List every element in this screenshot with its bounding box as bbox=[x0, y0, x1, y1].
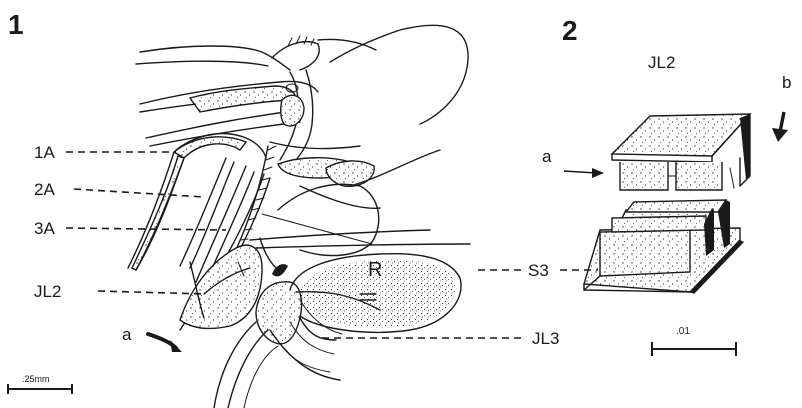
figure-2-title: JL2 bbox=[648, 53, 675, 72]
label-s3: S3 bbox=[528, 261, 549, 280]
figure-1: 1 bbox=[8, 9, 559, 408]
arrow-a-icon bbox=[564, 168, 604, 178]
figure-2-number: 2 bbox=[562, 15, 578, 46]
scale-label-fig2: .01 bbox=[676, 326, 690, 337]
scale-label-fig1: .25mm bbox=[22, 374, 50, 384]
label-jl3: JL3 bbox=[532, 329, 559, 348]
scale-bar-fig1: .25mm bbox=[8, 374, 72, 394]
leader-2a bbox=[74, 189, 204, 197]
scale-bar-fig2: .01 bbox=[652, 326, 736, 356]
label-r: R bbox=[368, 259, 382, 281]
leader-jl2 bbox=[98, 291, 206, 294]
label-a-fig1: a bbox=[122, 325, 132, 344]
label-3a: 3A bbox=[34, 219, 55, 238]
upper-comb-block bbox=[612, 114, 750, 190]
figure-2: 2 JL2 b a S3 bbox=[478, 15, 791, 356]
arrow-b-icon bbox=[772, 112, 788, 142]
label-2a: 2A bbox=[34, 180, 55, 199]
label-a-fig2: a bbox=[542, 147, 552, 166]
curved-arrow-icon bbox=[148, 334, 182, 352]
label-b: b bbox=[782, 73, 791, 92]
lower-comb-block bbox=[584, 200, 744, 294]
figure-1-number: 1 bbox=[8, 9, 24, 40]
label-jl2-fig1: JL2 bbox=[34, 282, 61, 301]
label-1a: 1A bbox=[34, 143, 55, 162]
